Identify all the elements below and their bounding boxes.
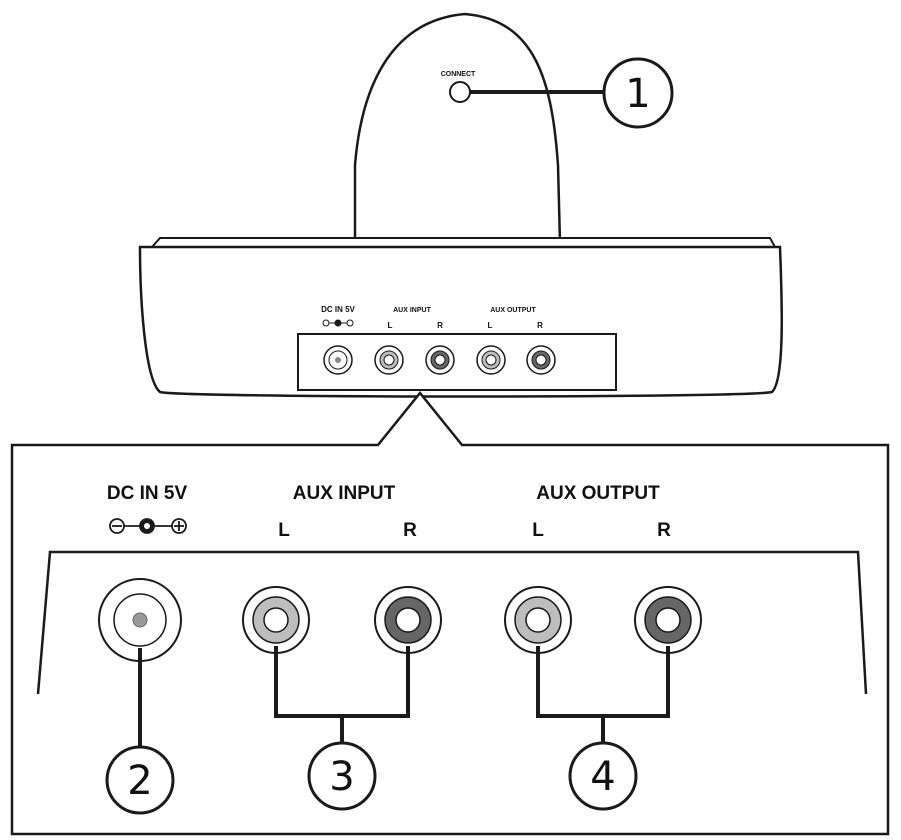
output-right-label: R [657,520,671,541]
aux-output-right-jack[interactable] [634,586,702,654]
aux-input-right-jack[interactable] [374,586,442,654]
small-aux-input-left-jack [374,345,404,375]
callout-1-number: 1 [625,71,650,117]
leader-bracket-3 [274,646,410,742]
aux-output-label: AUX OUTPUT [536,483,660,504]
small-output-right-label: R [537,321,543,330]
callout-3: 3 [307,741,377,811]
speaker-tower [353,12,562,245]
small-aux-output-label: AUX OUTPUT [490,307,536,314]
small-aux-input-label: AUX INPUT [393,307,431,314]
aux-input-label: AUX INPUT [293,483,396,504]
small-input-left-label: L [388,321,393,330]
leader-bracket-4 [536,646,670,742]
connect-button[interactable] [449,81,471,103]
small-aux-output-left-jack [476,345,506,375]
callout-4-number: 4 [590,754,615,800]
callout-3-number: 3 [329,754,354,800]
small-input-right-label: R [437,321,443,330]
callout-2-number: 2 [127,758,152,804]
input-left-label: L [278,520,290,541]
small-dc-jack [323,345,353,375]
polarity-symbol [109,518,187,534]
dc-in-label: DC IN 5V [107,483,188,504]
callout-2: 2 [105,745,175,815]
connect-label: CONNECT [441,71,476,78]
output-left-label: L [532,520,544,541]
callout-4: 4 [568,741,638,811]
aux-input-left-jack[interactable] [242,586,310,654]
small-polarity-symbol [322,319,354,327]
callout-1: 1 [602,57,674,129]
input-right-label: R [403,520,417,541]
small-aux-output-right-jack [526,345,556,375]
device-base-top [149,237,777,248]
aux-output-left-jack[interactable] [504,586,572,654]
small-aux-input-right-jack [425,345,455,375]
small-output-left-label: L [488,321,493,330]
small-dc-in-label: DC IN 5V [321,305,355,314]
dc-in-jack[interactable] [98,578,182,662]
